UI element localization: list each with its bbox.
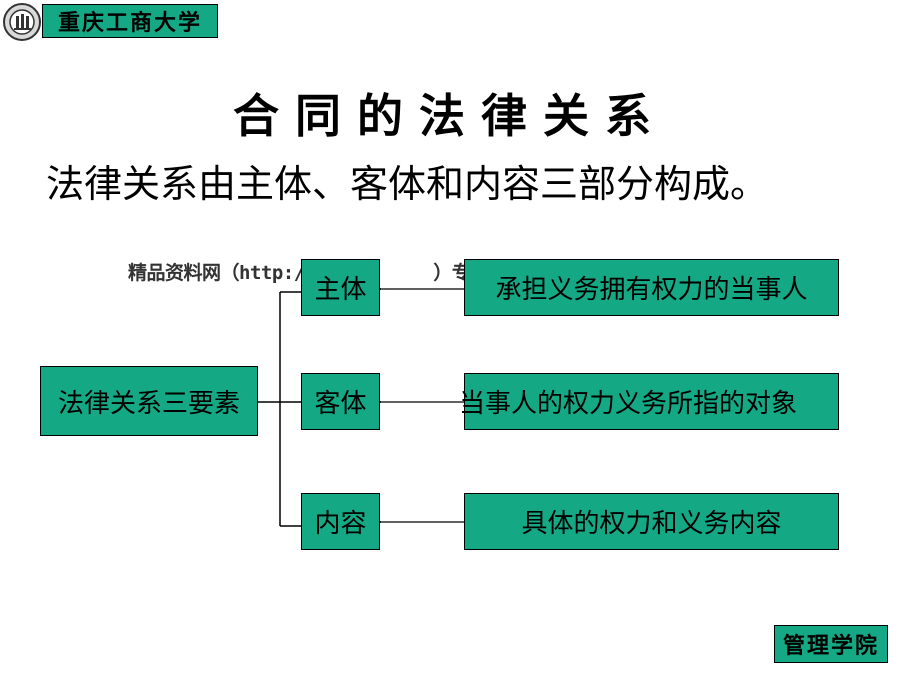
description-box-object: 当事人的权力义务所指的对象: [459, 373, 839, 430]
university-seal-icon: [2, 2, 42, 42]
element-box-content: 内容: [301, 493, 380, 550]
department-name: 管理学院: [782, 633, 879, 659]
slide-title: 合同的法律关系: [233, 89, 667, 143]
description-box-subject: 承担义务拥有权力的当事人: [464, 259, 839, 316]
school-name-badge: 重庆工商大学: [42, 4, 218, 38]
description-label: 承担义务拥有权力的当事人: [495, 275, 808, 305]
element-box-object: 客体: [301, 373, 380, 430]
description-box-content: 具体的权力和义务内容: [464, 493, 839, 550]
department-badge: 管理学院: [774, 625, 888, 663]
element-label: 内容: [314, 509, 367, 539]
description-label: 具体的权力和义务内容: [521, 509, 782, 539]
school-name: 重庆工商大学: [57, 10, 202, 36]
element-label: 主体: [314, 275, 367, 305]
description-label: 当事人的权力义务所指的对象: [459, 389, 798, 419]
slide-subtitle: 法律关系由主体、客体和内容三部分构成。: [46, 162, 769, 206]
element-label: 客体: [314, 389, 367, 419]
element-box-subject: 主体: [301, 259, 380, 316]
root-box: 法律关系三要素: [40, 366, 258, 436]
root-label: 法律关系三要素: [57, 388, 240, 419]
